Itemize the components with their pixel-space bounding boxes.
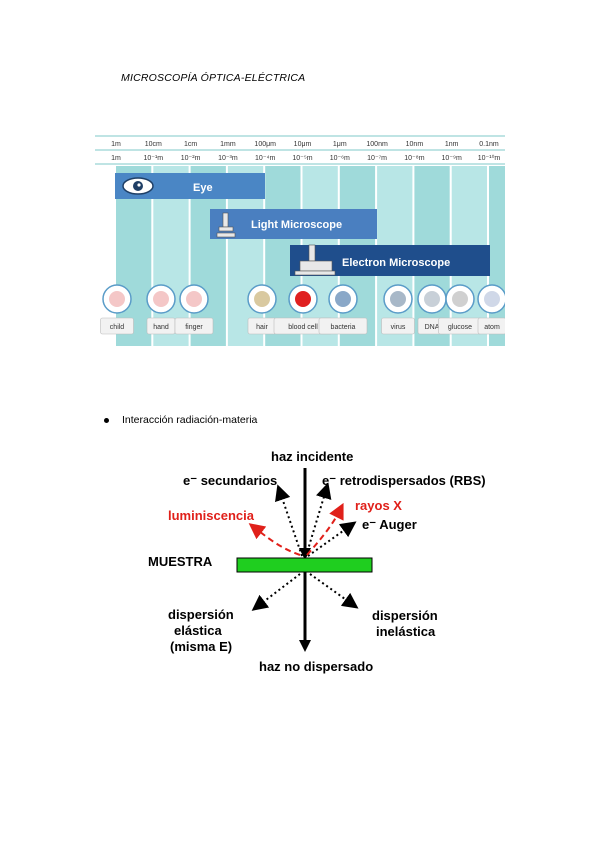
object-label: atom (484, 324, 500, 331)
scale-top-label: 100μm (254, 141, 276, 148)
object-label-box (318, 317, 368, 335)
elastic-label-2: elástica (174, 623, 222, 638)
scale-bottom-label: 10⁻²m (181, 155, 201, 162)
object-label-box (174, 317, 214, 335)
page-title: MICROSCOPÍA ÓPTICA-ELÉCTRICA (121, 72, 306, 84)
elastic-scatter-arrow (251, 573, 301, 611)
electron-microscope-label: Electron Microscope (342, 257, 450, 269)
object-label: glucose (448, 324, 472, 331)
luminescence-arrow (248, 523, 301, 556)
undispersed-label: haz no dispersado (259, 659, 373, 674)
elastic-label-1: dispersión (168, 607, 234, 622)
bullet-text: Interacción radiación-materia (122, 414, 258, 426)
light-microscope-icon (216, 212, 236, 238)
scale-bottom-label: 10⁻⁴m (255, 155, 275, 162)
object-label-box (381, 317, 415, 335)
secondary-electrons-arrow (275, 484, 303, 557)
object-label-box (100, 317, 134, 335)
luminescence-label: luminiscencia (168, 508, 255, 523)
inelastic-label-1: dispersión (372, 608, 438, 623)
object-atom-icon-fill (484, 291, 500, 307)
object-blood-cell-icon-fill (295, 291, 311, 307)
object-label: bacteria (331, 324, 356, 331)
scale-top-label: 1cm (184, 141, 197, 148)
backscattered-label: e⁻ retrodispersados (RBS) (322, 473, 486, 488)
scale-top-label: 10nm (406, 141, 424, 148)
scale-figure-svg: 1m 10cm 1cm 1mm 100μm 10μm 1μm 100nm 10nm 1nm 0.1n… (95, 135, 505, 346)
object-finger-icon-fill (186, 291, 202, 307)
object-label: hair (256, 324, 268, 331)
auger-label: e⁻ Auger (362, 517, 417, 532)
scale-bottom-label: 10⁻⁵m (292, 155, 312, 162)
scale-top-label: 1mm (220, 141, 236, 148)
object-label: finger (185, 324, 203, 331)
bullet-item: Interacción radiación-materia (104, 414, 257, 426)
light-microscope-label: Light Microscope (251, 219, 342, 231)
object-virus-icon-fill (390, 291, 406, 307)
inelastic-label-2: inelástica (376, 624, 436, 639)
object-label-box (477, 317, 505, 335)
eye-label: Eye (193, 182, 213, 194)
scale-bottom-label: 10⁻⁹m (442, 155, 462, 162)
bullet-dot-icon (104, 417, 109, 423)
xrays-arrow (306, 502, 344, 556)
object-child-icon-fill (109, 291, 125, 307)
object-label: virus (391, 324, 406, 331)
object-label: DNA (425, 324, 440, 331)
scale-bottom-label: 10⁻³m (218, 155, 238, 162)
xrays-label: rayos X (355, 498, 402, 513)
inelastic-scatter-arrow (309, 573, 359, 609)
sample-bar (236, 557, 373, 573)
object-hand-icon-fill (153, 291, 169, 307)
scale-top-label: 0.1nm (479, 141, 499, 148)
secondary-label: e⁻ secundarios (183, 473, 277, 488)
eye-icon (122, 177, 154, 195)
object-label: blood cell (288, 324, 318, 331)
scale-top-label: 10μm (294, 141, 312, 148)
scale-top-label: 1nm (445, 141, 459, 148)
scale-top-label: 1μm (333, 141, 347, 148)
object-bacteria-icon-fill (335, 291, 351, 307)
incident-label: haz incidente (271, 449, 353, 464)
object-hair-icon-fill (254, 291, 270, 307)
scale-bottom-label: 1m (111, 155, 121, 162)
object-DNA-icon-fill (424, 291, 440, 307)
object-glucose-icon-fill (452, 291, 468, 307)
light-microscope-band (210, 209, 377, 239)
object-label: hand (153, 324, 169, 331)
interaction-diagram-svg: haz incidente e⁻ secundarios e⁻ retrodis… (148, 449, 486, 674)
scale-top-label: 10cm (145, 141, 162, 148)
scale-top-label: 100nm (366, 141, 388, 148)
object-label: child (110, 324, 125, 331)
scale-top-label: 1m (111, 141, 121, 148)
auger-arrow (307, 521, 357, 557)
elastic-label-3: (misma E) (170, 639, 232, 654)
sample-label: MUESTRA (148, 554, 213, 569)
interaction-diagram: haz incidente e⁻ secundarios e⁻ retrodis… (140, 444, 520, 684)
backscattered-arrow (305, 482, 332, 557)
scale-bottom-label: 10⁻⁸m (404, 155, 424, 162)
scale-bottom-label: 10⁻⁶m (330, 155, 350, 162)
electron-microscope-icon (294, 244, 336, 276)
scale-bottom-label: 10⁻¹⁰m (478, 154, 501, 162)
scale-figure: 1m 10cm 1cm 1mm 100μm 10μm 1μm 100nm 10nm 1nm 0.1n… (95, 135, 505, 346)
scale-bottom-label: 10⁻¹m (143, 155, 163, 162)
scale-bottom-label: 10⁻⁷m (367, 155, 387, 162)
